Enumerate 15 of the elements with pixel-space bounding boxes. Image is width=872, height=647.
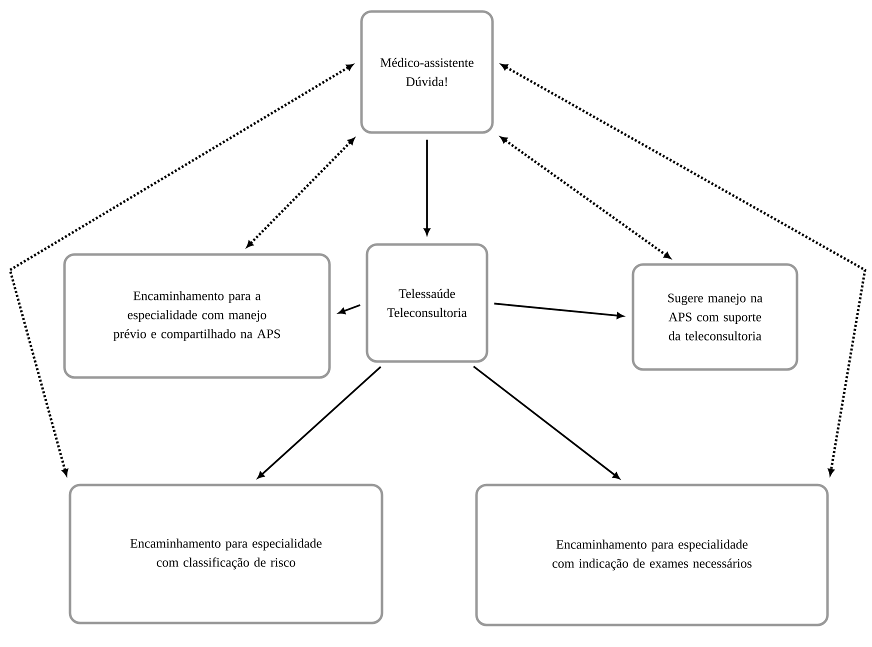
process-box: Encaminhamento para especialidade com classificação de risco xyxy=(68,484,384,624)
process-box: Encaminhamento para a especialidade com manejo prévio e compartilhado na APS xyxy=(63,253,331,379)
process-box: Telessaúde Teleconsultoria xyxy=(366,243,488,363)
arrow xyxy=(257,366,382,478)
process-box: Médico-assistente Dúvida! xyxy=(360,10,494,134)
arrow xyxy=(473,366,620,480)
process-box: Sugere manejo na APS com suporte da teleconsultoria xyxy=(632,263,798,371)
arrow xyxy=(246,138,355,248)
arrow xyxy=(424,140,430,235)
process-box: Encaminhamento para especialidade com indicação de exames necessários xyxy=(475,484,829,626)
arrow xyxy=(8,64,354,476)
arrow xyxy=(494,302,624,319)
arrow xyxy=(338,304,360,314)
arrow xyxy=(500,136,671,259)
arrow xyxy=(500,64,866,476)
